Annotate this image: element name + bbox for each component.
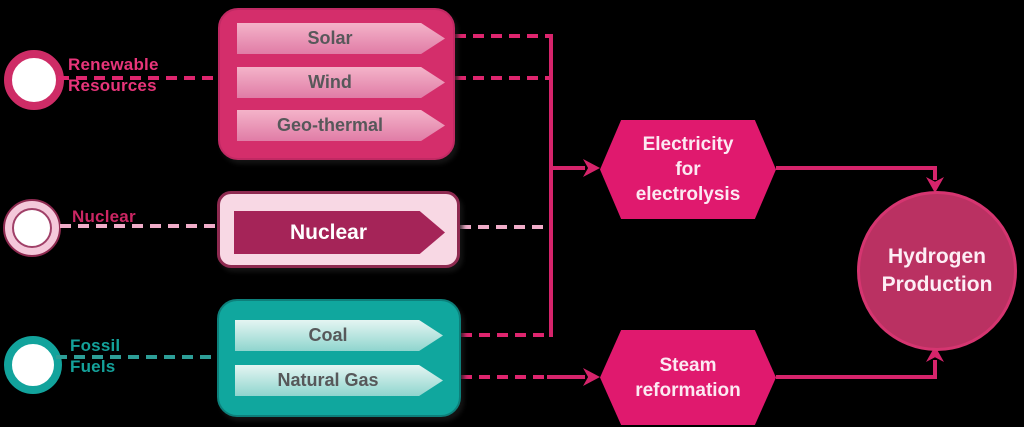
fossil-sources-box: Coal Natural Gas — [217, 299, 461, 417]
hydrogen-production-node: Hydrogen Production — [857, 191, 1017, 351]
nuclear-source-box: Nuclear — [217, 191, 460, 268]
solar-label: Solar — [307, 28, 353, 48]
nuclear-label: Nuclear — [72, 206, 136, 227]
nuclear-item-label: Nuclear — [289, 220, 368, 244]
source-item-solar: Solar — [237, 23, 445, 54]
fossil-fuels-label-line1: Fossil — [70, 336, 121, 355]
fossil-fuels-label: Fossil Fuels — [70, 335, 120, 377]
process-electrolysis-hexagon: Electricity for electrolysis — [600, 120, 776, 219]
line-steam-to-hydrogen-horizontal — [776, 375, 937, 379]
electrolysis-label-line2: for — [675, 159, 701, 180]
connector-coal-to-collector — [461, 333, 551, 337]
process-steam-reformation-hexagon: Steam reformation — [600, 330, 776, 425]
electrolysis-label-line3: electrolysis — [635, 184, 741, 205]
hydrogen-label-line1: Hydrogen — [887, 245, 986, 268]
renewable-resources-label: Renewable Resources — [68, 54, 159, 96]
source-item-geothermal: Geo-thermal — [237, 110, 445, 141]
steam-label-line1: Steam — [659, 354, 717, 376]
steam-label-line2: reformation — [635, 379, 741, 401]
renewable-resources-marker-icon — [4, 50, 64, 110]
connector-renewable-to-box — [58, 76, 218, 80]
connector-fossil-to-box — [56, 355, 217, 359]
source-item-coal: Coal — [235, 320, 443, 351]
source-item-wind: Wind — [237, 67, 445, 98]
connector-nuclear-to-box — [60, 224, 217, 228]
arrowhead-steam-icon — [583, 368, 600, 386]
collector-line — [549, 34, 553, 337]
connector-solar-to-collector — [455, 34, 551, 38]
connector-gas-to-steam — [461, 375, 547, 379]
nuclear-marker-inner-ring-icon — [12, 208, 52, 248]
source-item-natural-gas: Natural Gas — [235, 365, 443, 396]
nuclear-label-line1: Nuclear — [72, 207, 136, 226]
renewable-resources-label-line2: Resources — [68, 76, 157, 95]
line-electrolysis-to-hydrogen-vertical — [933, 166, 937, 180]
fossil-fuels-label-line2: Fuels — [70, 357, 116, 376]
connector-wind-to-collector — [455, 76, 551, 80]
natural-gas-label: Natural Gas — [277, 370, 379, 390]
line-electrolysis-to-hydrogen-horizontal — [776, 166, 937, 170]
coal-label: Coal — [308, 325, 348, 345]
wind-label: Wind — [308, 72, 352, 92]
electrolysis-label-line1: Electricity — [642, 134, 734, 155]
connector-nuclear-to-collector — [460, 225, 551, 229]
source-item-nuclear: Nuclear — [234, 211, 445, 254]
arrowhead-electrolysis-icon — [583, 159, 600, 177]
line-gas-to-steam — [547, 375, 585, 379]
line-steam-to-hydrogen-vertical — [933, 360, 937, 379]
fossil-fuels-marker-icon — [4, 336, 62, 394]
geothermal-label: Geo-thermal — [276, 115, 384, 135]
line-collector-to-electrolysis — [551, 166, 585, 170]
nuclear-marker-icon — [3, 199, 61, 257]
hydrogen-label-line2: Production — [881, 273, 993, 296]
renewable-resources-label-line1: Renewable — [68, 55, 159, 74]
renewable-sources-box: Solar Wind Geo-thermal — [218, 8, 455, 160]
